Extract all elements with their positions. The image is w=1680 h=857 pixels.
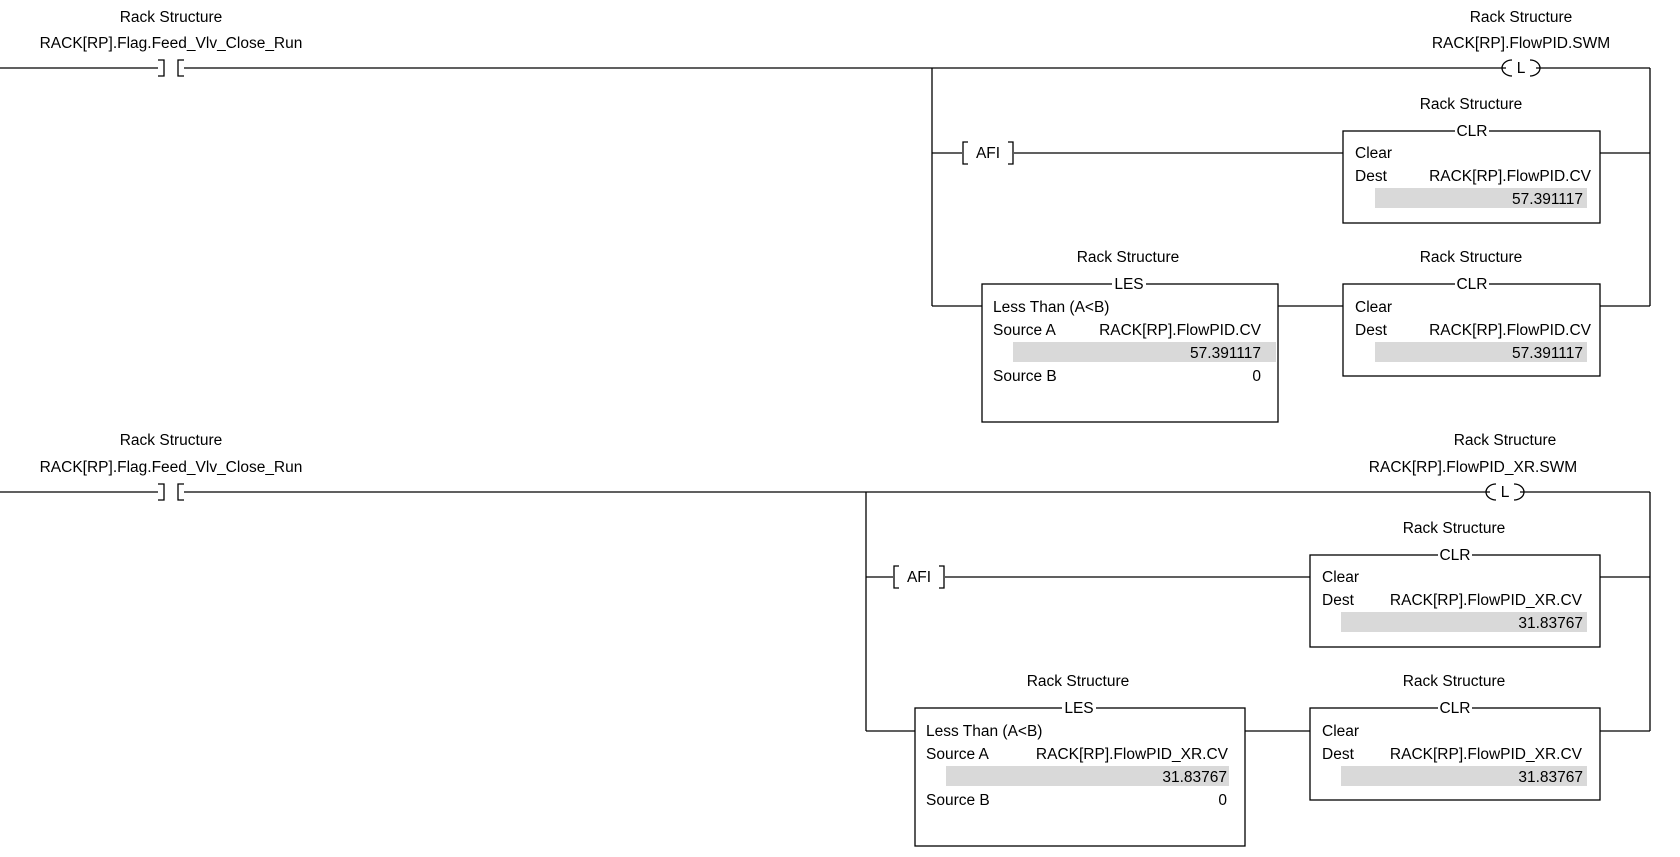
rung-0: Rack Structure RACK[RP].Flag.Feed_Vlv_Cl… [0, 9, 1651, 423]
clr-header: CLR [1456, 276, 1487, 293]
clr-title: Clear [1322, 569, 1359, 586]
clr-dest-label: Dest [1322, 746, 1355, 763]
rung-0-clr-box-1[interactable]: Rack Structure CLR Clear Dest RACK[RP].F… [1342, 96, 1601, 224]
rung-1-clr-box-1[interactable]: Rack Structure CLR Clear Dest RACK[RP].F… [1309, 520, 1601, 648]
coil-icon [1501, 59, 1541, 77]
les-description: Rack Structure [1027, 673, 1130, 690]
clr-dest-label: Dest [1322, 592, 1355, 609]
clr-header: CLR [1439, 547, 1470, 564]
clr-dest-value-field [1375, 342, 1587, 362]
les-source-b-label: Source B [993, 368, 1057, 385]
les-source-a-label: Source A [926, 746, 990, 763]
clr-dest-value: 57.391117 [1512, 191, 1583, 208]
les-header: LES [1064, 700, 1093, 717]
clr-dest-tag[interactable]: RACK[RP].FlowPID.CV [1429, 322, 1592, 339]
contact-description: Rack Structure [120, 432, 223, 449]
rung-0-xic-contact[interactable]: Rack Structure RACK[RP].Flag.Feed_Vlv_Cl… [40, 9, 303, 77]
rung-1-afi-instruction[interactable]: AFI [893, 565, 945, 589]
clr-header: CLR [1439, 700, 1470, 717]
contact-tag[interactable]: RACK[RP].Flag.Feed_Vlv_Close_Run [40, 459, 303, 476]
clr-title: Clear [1322, 723, 1359, 740]
les-source-b-value[interactable]: 0 [1218, 792, 1227, 809]
les-description: Rack Structure [1077, 249, 1180, 266]
clr-dest-label: Dest [1355, 168, 1388, 185]
clr-dest-tag[interactable]: RACK[RP].FlowPID_XR.CV [1390, 592, 1583, 609]
afi-label: AFI [907, 569, 931, 586]
les-source-a-value: 57.391117 [1190, 345, 1261, 362]
les-source-b-value[interactable]: 0 [1252, 368, 1261, 385]
coil-symbol: L [1517, 60, 1526, 77]
rung-0-clr-box-2[interactable]: Rack Structure CLR Clear Dest RACK[RP].F… [1342, 249, 1601, 377]
rung-1-les-box[interactable]: Rack Structure LES Less Than (A<B) Sourc… [914, 673, 1246, 847]
clr-dest-value: 31.83767 [1518, 769, 1583, 786]
contact-icon [158, 59, 184, 77]
clr-description: Rack Structure [1403, 673, 1506, 690]
les-title: Less Than (A<B) [993, 299, 1109, 316]
clr-title: Clear [1355, 299, 1392, 316]
clr-dest-tag[interactable]: RACK[RP].FlowPID.CV [1429, 168, 1592, 185]
clr-dest-label: Dest [1355, 322, 1388, 339]
clr-dest-tag[interactable]: RACK[RP].FlowPID_XR.CV [1390, 746, 1583, 763]
coil-tag[interactable]: RACK[RP].FlowPID_XR.SWM [1369, 459, 1577, 476]
les-source-a-tag[interactable]: RACK[RP].FlowPID.CV [1099, 322, 1262, 339]
clr-header: CLR [1456, 123, 1487, 140]
afi-label: AFI [976, 145, 1000, 162]
rung-0-afi-instruction[interactable]: AFI [962, 141, 1014, 165]
coil-tag[interactable]: RACK[RP].FlowPID.SWM [1432, 35, 1610, 52]
clr-dest-value-field [1375, 188, 1587, 208]
coil-description: Rack Structure [1470, 9, 1573, 26]
afi-bracket-icon [962, 141, 1014, 165]
les-header: LES [1114, 276, 1143, 293]
clr-title: Clear [1355, 145, 1392, 162]
rung-1-clr-box-2[interactable]: Rack Structure CLR Clear Dest RACK[RP].F… [1309, 673, 1601, 801]
clr-dest-value-field [1341, 612, 1587, 632]
rung-1: Rack Structure RACK[RP].Flag.Feed_Vlv_Cl… [0, 432, 1651, 847]
les-source-a-value-field [946, 766, 1229, 786]
rung-0-les-box[interactable]: Rack Structure LES Less Than (A<B) Sourc… [981, 249, 1279, 423]
les-source-a-value-field [1013, 342, 1276, 362]
les-source-b-label: Source B [926, 792, 990, 809]
rung-1-xic-contact[interactable]: Rack Structure RACK[RP].Flag.Feed_Vlv_Cl… [40, 432, 303, 501]
rung-0-otl-coil[interactable]: Rack Structure RACK[RP].FlowPID.SWM L [1432, 9, 1610, 77]
clr-dest-value: 31.83767 [1518, 615, 1583, 632]
coil-icon [1485, 483, 1525, 501]
clr-dest-value-field [1341, 766, 1587, 786]
clr-description: Rack Structure [1403, 520, 1506, 537]
clr-dest-value: 57.391117 [1512, 345, 1583, 362]
contact-description: Rack Structure [120, 9, 223, 26]
les-source-a-label: Source A [993, 322, 1057, 339]
contact-tag[interactable]: RACK[RP].Flag.Feed_Vlv_Close_Run [40, 35, 303, 52]
les-source-a-value: 31.83767 [1162, 769, 1227, 786]
clr-description: Rack Structure [1420, 249, 1523, 266]
coil-description: Rack Structure [1454, 432, 1557, 449]
contact-icon [158, 483, 184, 501]
rung-1-otl-coil[interactable]: Rack Structure RACK[RP].FlowPID_XR.SWM L [1369, 432, 1577, 501]
coil-symbol: L [1501, 484, 1510, 501]
clr-description: Rack Structure [1420, 96, 1523, 113]
les-source-a-tag[interactable]: RACK[RP].FlowPID_XR.CV [1036, 746, 1229, 763]
afi-bracket-icon [893, 565, 945, 589]
les-title: Less Than (A<B) [926, 723, 1042, 740]
